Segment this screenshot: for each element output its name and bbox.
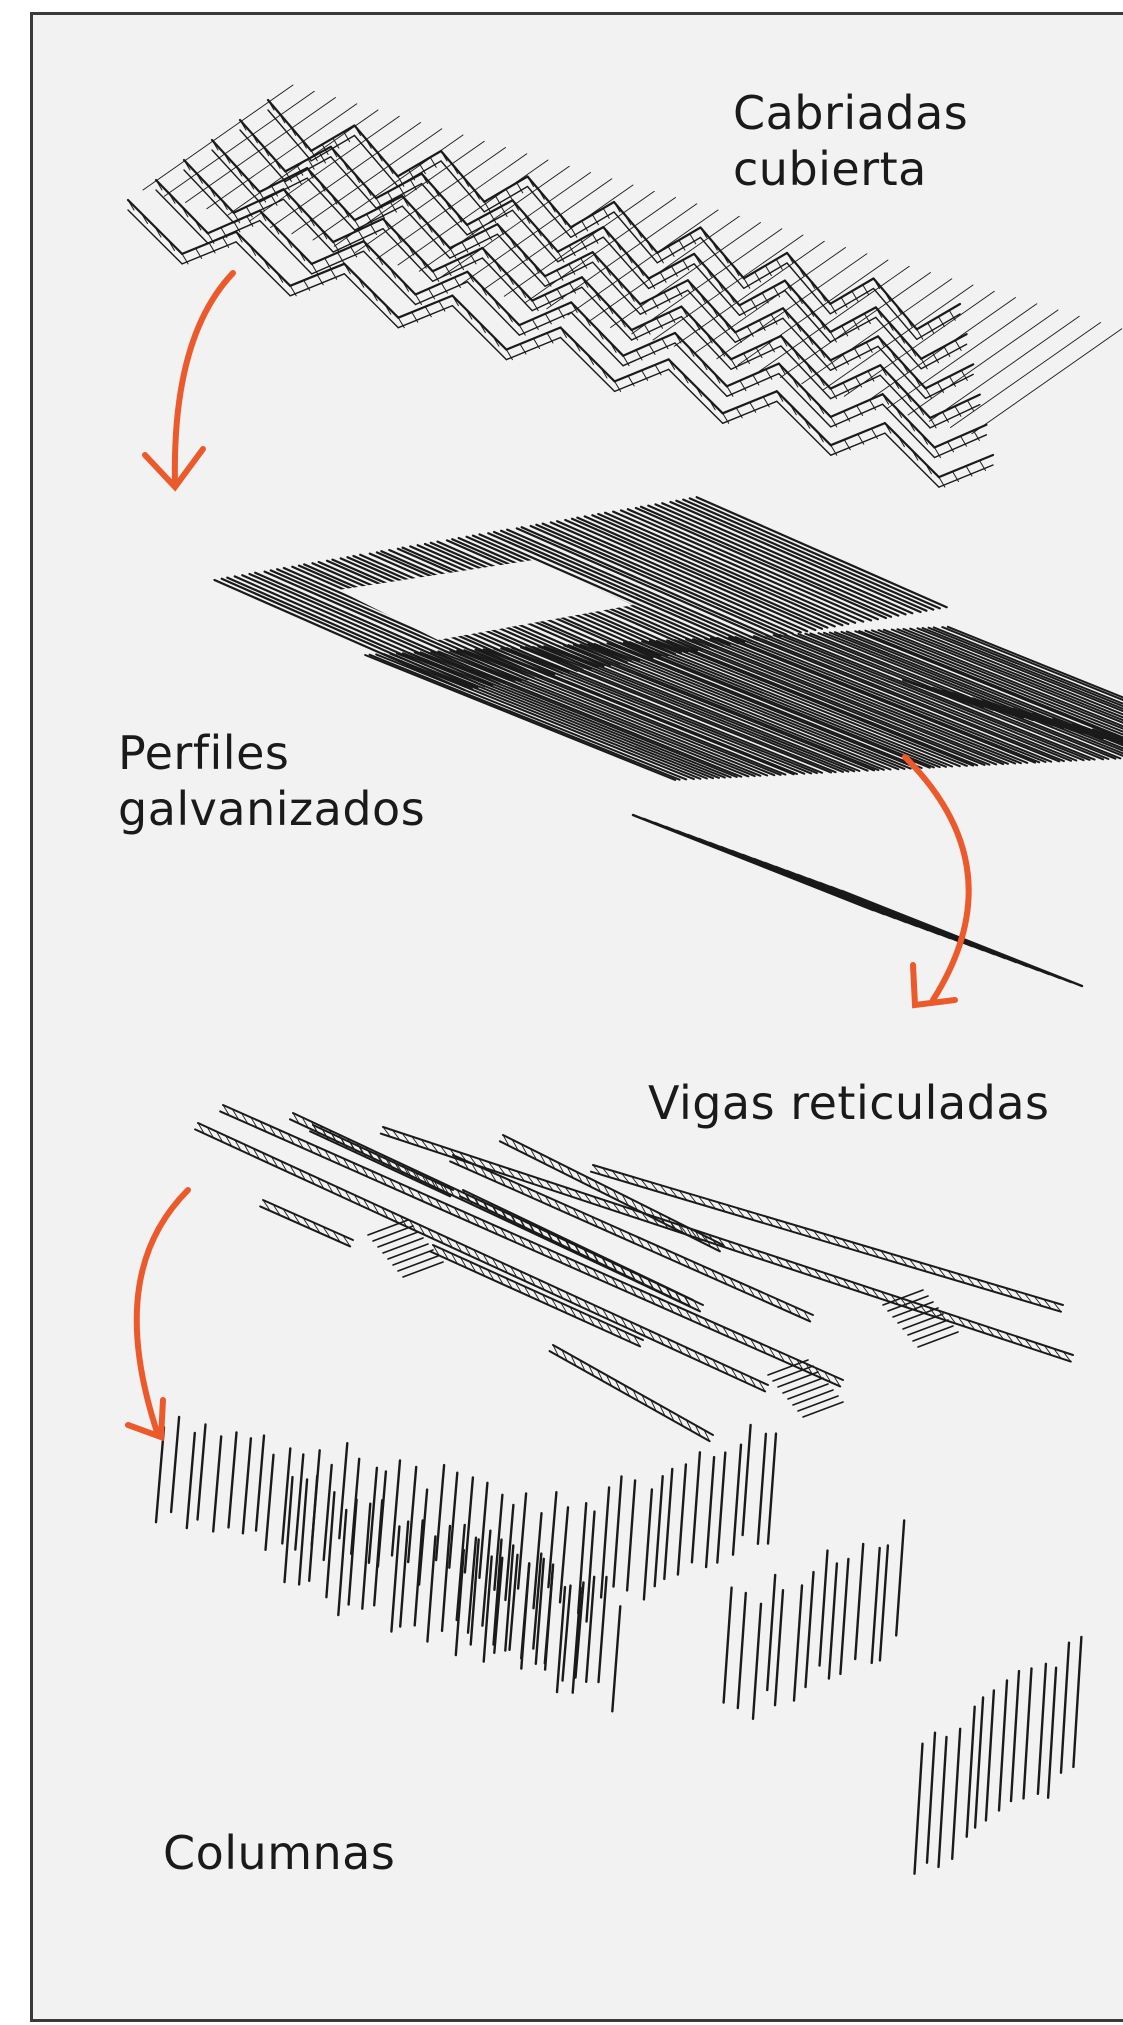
arrows-layer xyxy=(33,15,1123,2025)
diagram-panel: Cabriadas cubierta Perfiles galvanizados… xyxy=(30,12,1123,2022)
arrow-beams-to-columns-icon xyxy=(128,1190,188,1437)
arrow-roof-to-profiles-icon xyxy=(145,273,233,487)
arrow-profiles-to-beams-icon xyxy=(905,757,969,1005)
